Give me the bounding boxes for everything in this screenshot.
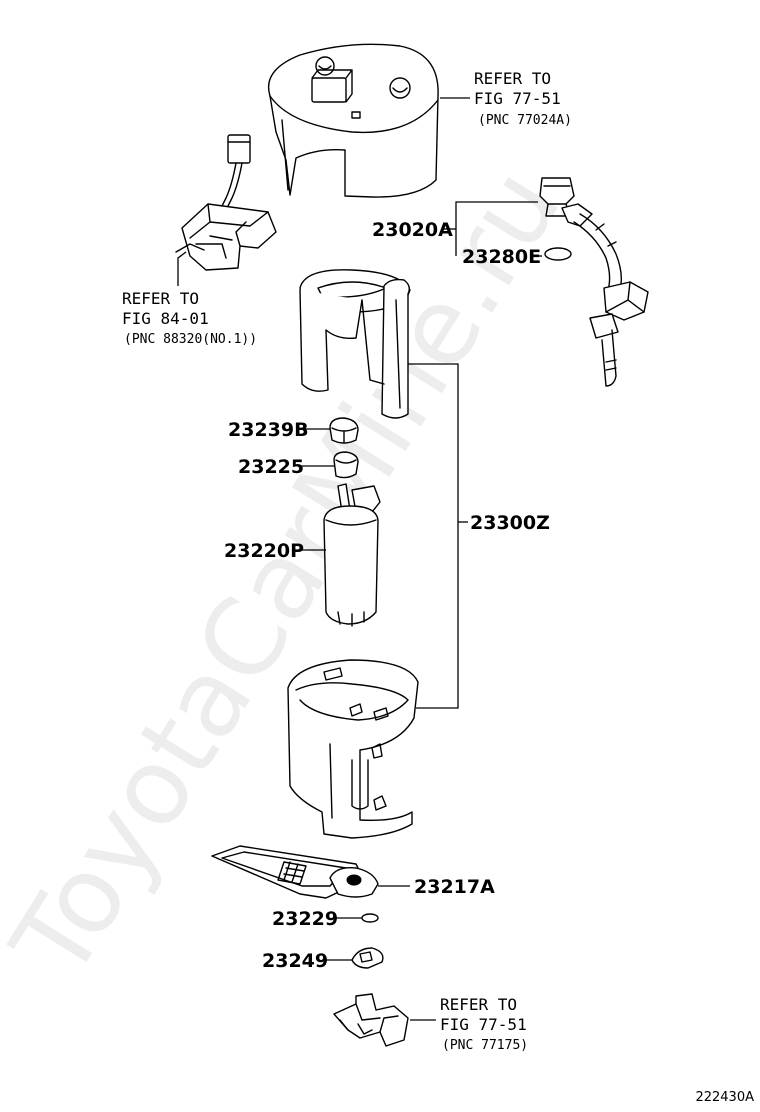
pump-bracket-upper-illustration (299, 269, 411, 419)
part-number-label: 23020A (372, 219, 453, 241)
pressure-regulator-illustration (539, 177, 649, 387)
part-number-label: 23217A (414, 876, 495, 898)
retainer-77175-illustration (333, 993, 409, 1047)
reference-line3: (PNC 88320(NO.1)) (124, 332, 257, 347)
part-number-label: 23225 (238, 456, 304, 478)
cushion-23225-illustration (333, 451, 359, 479)
reference-note-sender: REFER TO FIG 84-01 (PNC 88320(NO.1)) (122, 289, 257, 347)
clip-23249-illustration (351, 947, 384, 969)
reference-line1: REFER TO (440, 995, 517, 1014)
reference-note-cover: REFER TO FIG 77-51 (PNC 77024A) (474, 69, 572, 128)
part-number-label: 23300Z (470, 512, 550, 534)
reference-line1: REFER TO (122, 289, 199, 308)
reference-note-retainer: REFER TO FIG 77-51 (PNC 77175) (440, 995, 528, 1053)
fuel-pump-23220p-illustration (323, 483, 381, 627)
part-number-label: 23239B (228, 419, 309, 441)
pump-case-lower-illustration (287, 659, 419, 839)
reference-line2: FIG 84-01 (122, 309, 209, 328)
o-ring-23280e-illustration (544, 247, 572, 261)
reference-line2: FIG 77-51 (474, 89, 561, 108)
fuel-sender-gauge-illustration (175, 134, 277, 271)
part-number-label: 23229 (272, 908, 338, 930)
washer-23229-illustration (361, 913, 379, 923)
reference-line3: (PNC 77024A) (478, 113, 572, 128)
part-number-label: 23220P (224, 540, 304, 562)
reference-line2: FIG 77-51 (440, 1015, 527, 1034)
reference-line1: REFER TO (474, 69, 551, 88)
fuel-pump-cover-illustration (268, 43, 439, 198)
leader-lines (177, 97, 542, 1021)
part-number-label: 23249 (262, 950, 328, 972)
figure-code: 222430A (695, 1090, 754, 1105)
part-number-label: 23280E (462, 246, 541, 268)
reference-line3: (PNC 77175) (442, 1038, 528, 1053)
cushion-23239b-illustration (329, 417, 359, 444)
fuel-filter-23217a-illustration (211, 845, 379, 899)
